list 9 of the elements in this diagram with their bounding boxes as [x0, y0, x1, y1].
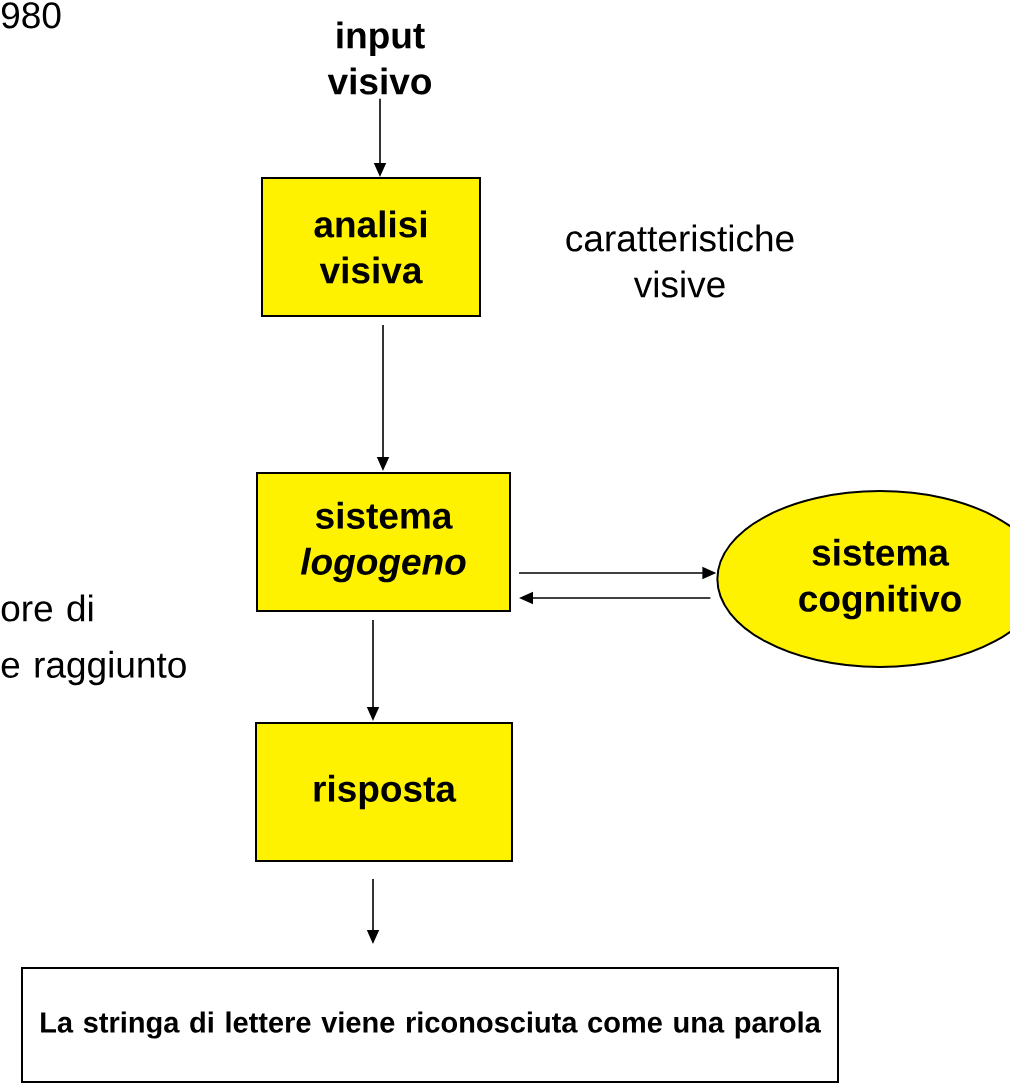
result-box: La stringa di lettere viene riconosciuta come una parola: [21, 967, 839, 1083]
year-text: 980: [1, 2, 61, 29]
process-box: analisi visiva: [261, 177, 481, 317]
annotation-text: caratteristiche visive: [566, 224, 794, 298]
annotation-text: e raggiunto: [1, 650, 186, 686]
annotation-text: ore di: [1, 594, 93, 622]
input-label: input visivo: [327, 21, 431, 95]
process-box: risposta: [255, 722, 513, 862]
process-box: sistema logogeno: [256, 472, 511, 612]
